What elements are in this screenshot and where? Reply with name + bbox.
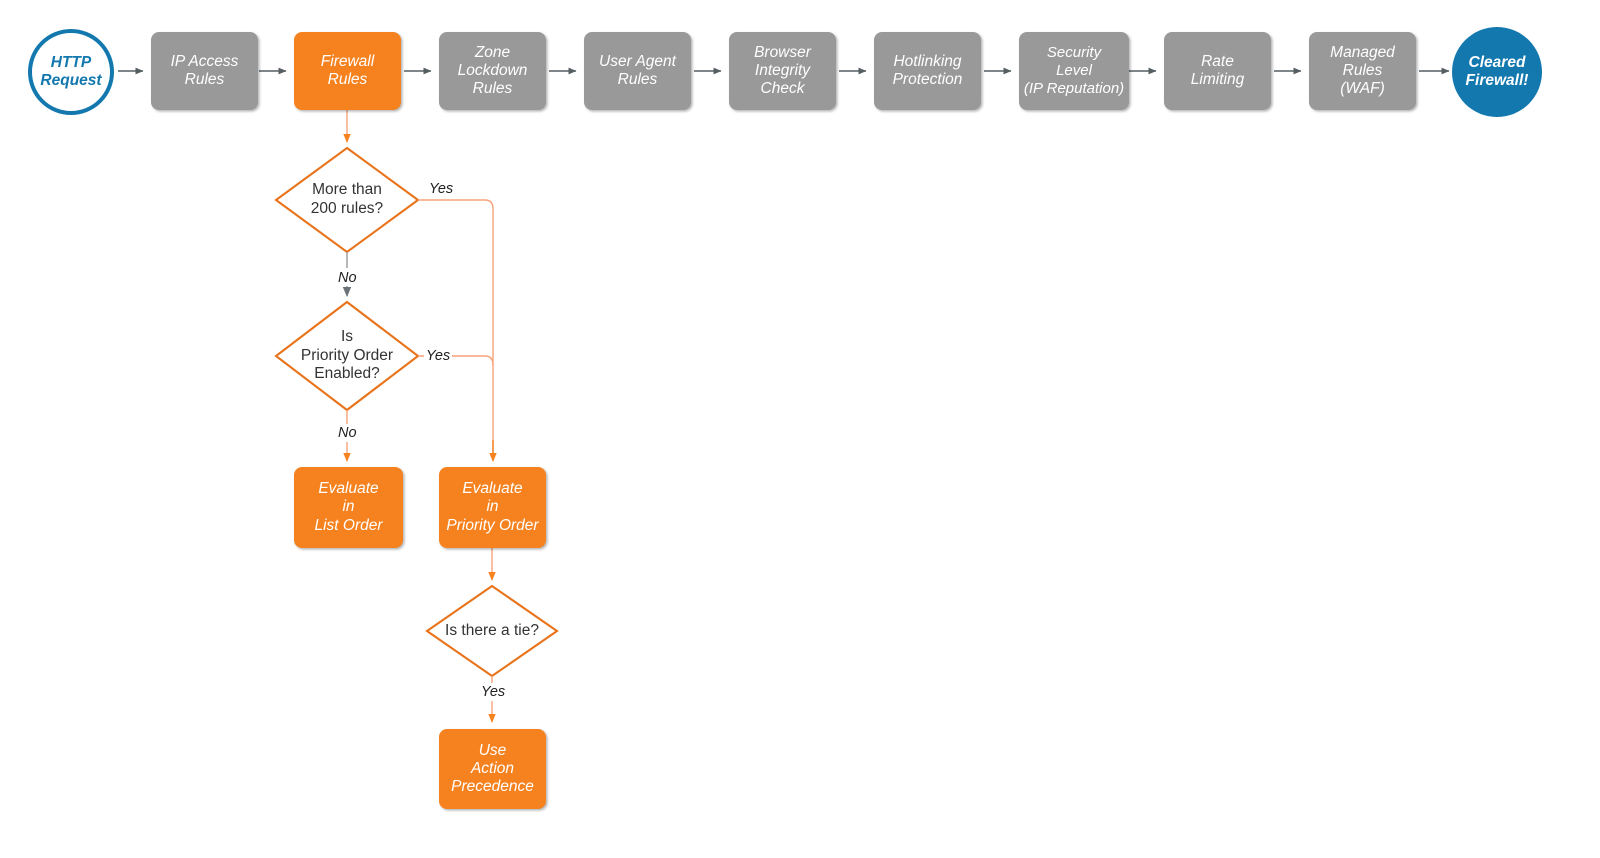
node-firewall-rules-label: Firewall Rules	[320, 52, 375, 88]
edge-label-more-than-200-no: No	[336, 270, 359, 286]
node-cleared-firewall[interactable]: Cleared Firewall!	[1452, 27, 1542, 117]
node-firewall-rules[interactable]: Firewall Rules	[294, 32, 401, 110]
edge-label-more-than-200-yes: Yes	[427, 181, 456, 197]
node-rate-limiting[interactable]: Rate Limiting	[1164, 32, 1271, 110]
node-evaluate-in-priority-order-label: Evaluate in Priority Order	[446, 480, 539, 534]
node-security-level[interactable]: Security Level (IP Reputation)	[1019, 32, 1129, 110]
node-use-action-precedence-label: Use Action Precedence	[451, 741, 534, 796]
node-evaluate-in-list-order[interactable]: Evaluate in List Order	[294, 467, 403, 548]
node-hotlinking-protection[interactable]: Hotlinking Protection	[874, 32, 981, 110]
decision-shapes	[274, 146, 559, 678]
node-security-level-label: Security Level (IP Reputation)	[1023, 44, 1125, 97]
decision-is-priority-order-enabled-label: Is Priority Order Enabled?	[300, 327, 394, 383]
decision-is-priority-order-enabled[interactable]: Is Priority Order Enabled?	[277, 324, 417, 388]
node-browser-integrity-check-label: Browser Integrity Check	[754, 43, 811, 98]
node-browser-integrity-check[interactable]: Browser Integrity Check	[729, 32, 836, 110]
decision-more-than-200-rules-label: More than 200 rules?	[310, 181, 384, 217]
edge-label-priority-order-no: No	[336, 425, 359, 441]
edge-label-priority-order-yes: Yes	[424, 348, 453, 364]
node-zone-lockdown-rules-label: Zone Lockdown Rules	[457, 43, 528, 98]
node-managed-rules-waf[interactable]: Managed Rules (WAF)	[1309, 32, 1416, 110]
node-cleared-firewall-label: Cleared Firewall!	[1465, 53, 1529, 89]
edge-decision1-yes	[418, 199, 497, 462]
node-ip-access-rules-label: IP Access Rules	[170, 52, 239, 88]
node-evaluate-in-list-order-label: Evaluate in List Order	[314, 480, 383, 534]
node-evaluate-in-priority-order[interactable]: Evaluate in Priority Order	[439, 467, 546, 548]
node-http-request[interactable]: HTTP Request	[28, 29, 114, 115]
node-user-agent-rules-label: User Agent Rules	[599, 52, 676, 88]
edge-label-tie-yes: Yes	[479, 684, 508, 700]
decision-more-than-200-rules[interactable]: More than 200 rules?	[277, 176, 417, 224]
node-managed-rules-waf-label: Managed Rules (WAF)	[1330, 43, 1395, 98]
node-use-action-precedence[interactable]: Use Action Precedence	[439, 729, 546, 809]
node-rate-limiting-label: Rate Limiting	[1190, 52, 1245, 88]
node-http-request-label: HTTP Request	[40, 53, 102, 89]
decision-is-there-a-tie[interactable]: Is there a tie?	[422, 618, 562, 644]
decision-is-there-a-tie-label: Is there a tie?	[445, 621, 539, 639]
node-ip-access-rules[interactable]: IP Access Rules	[151, 32, 258, 110]
node-user-agent-rules[interactable]: User Agent Rules	[584, 32, 691, 110]
node-hotlinking-protection-label: Hotlinking Protection	[892, 52, 963, 88]
node-zone-lockdown-rules[interactable]: Zone Lockdown Rules	[439, 32, 546, 110]
